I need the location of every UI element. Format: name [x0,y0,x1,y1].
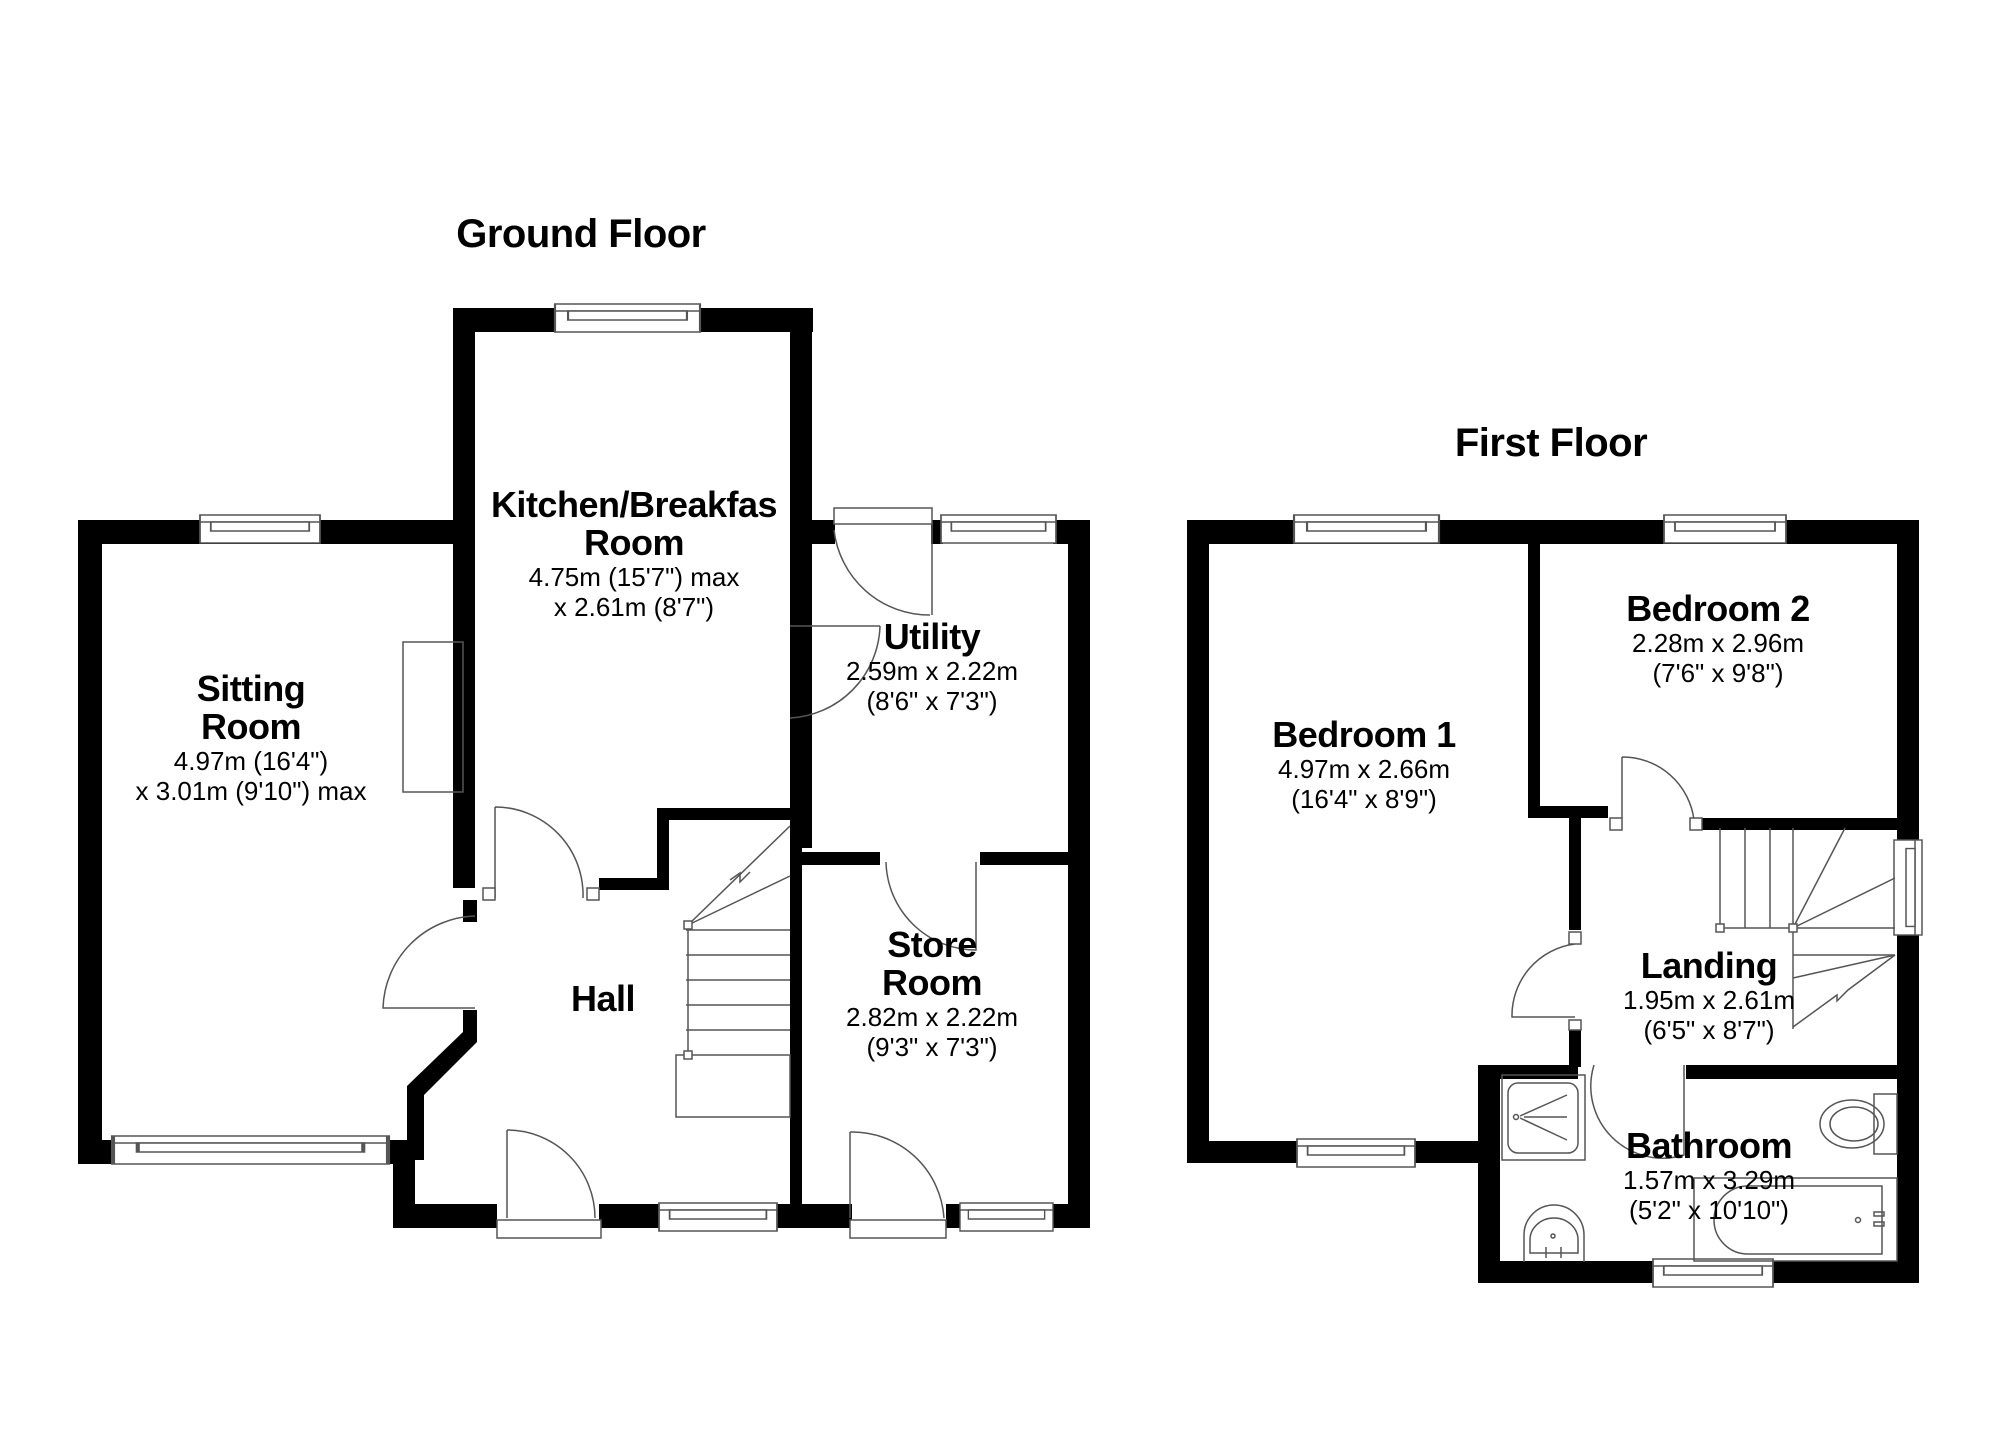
room-label-bathroom: Bathroom 1.57m x 3.29m (5'2" x 10'10") [1623,1125,1795,1226]
first-floor-doors-fixtures [1501,756,1898,1262]
ground-floor-title: Ground Floor [456,212,706,256]
room-dimensions: 2.59m x 2.22m [846,656,1018,686]
room-label-store-room: Store Room 2.82m x 2.22m (9'3" x 7'3") [846,924,1018,1063]
room-name: Utility [883,616,981,657]
room-name: Kitchen/Breakfas [490,484,778,525]
room-dimensions: 4.97m (16'4") [173,746,329,776]
room-dimensions: x 3.01m (9'10") max [135,776,367,806]
room-name: Room [881,962,982,1003]
room-dimensions: (9'3" x 7'3") [866,1032,998,1062]
room-dimensions: 2.28m x 2.96m [1632,628,1804,658]
room-name: Bedroom 2 [1626,588,1810,629]
first-floor-title: First Floor [1454,421,1648,465]
room-dimensions: 1.95m x 2.61m [1623,985,1795,1015]
room-label-sitting-room: Sitting Room 4.97m (16'4") x 3.01m (9'10… [135,668,367,807]
room-label-bedroom-1: Bedroom 1 4.97m x 2.66m (16'4" x 8'9") [1272,714,1456,815]
first-floor-stairs [1715,827,1896,1029]
room-name: Room [584,522,685,563]
room-label-landing: Landing 1.95m x 2.61m (6'5" x 8'7") [1623,945,1795,1046]
room-dimensions: (5'2" x 10'10") [1629,1195,1789,1225]
room-name: Bathroom [1625,1125,1792,1166]
room-name: Sitting [196,668,306,709]
ground-floor-stairs [675,825,791,1118]
room-dimensions: x 2.61m (8'7") [553,592,715,622]
room-dimensions: 4.75m (15'7") max [528,562,740,592]
first-floor-windows [1292,513,1923,1288]
room-label-utility: Utility 2.59m x 2.22m (8'6" x 7'3") [846,616,1018,717]
room-name: Landing [1640,945,1778,986]
room-name: Bedroom 1 [1272,714,1456,755]
ground-floor-doors [382,507,977,1239]
room-dimensions: 1.57m x 3.29m [1623,1165,1795,1195]
room-dimensions: 4.97m x 2.66m [1278,754,1450,784]
room-name: Room [200,706,301,747]
room-name: Hall [570,978,636,1019]
room-name: Store [887,924,977,965]
room-dimensions: (7'6" x 9'8") [1652,658,1784,688]
room-label-hall: Hall [570,978,636,1019]
room-label-bedroom-2: Bedroom 2 2.28m x 2.96m (7'6" x 9'8") [1626,588,1810,689]
room-dimensions: (6'5" x 8'7") [1643,1015,1775,1045]
room-dimensions: (16'4" x 8'9") [1291,784,1437,814]
room-dimensions: 2.82m x 2.22m [846,1002,1018,1032]
room-label-kitchen-breakfast-room: Kitchen/Breakfas Room 4.75m (15'7") max … [490,484,778,623]
room-dimensions: (8'6" x 7'3") [866,686,998,716]
